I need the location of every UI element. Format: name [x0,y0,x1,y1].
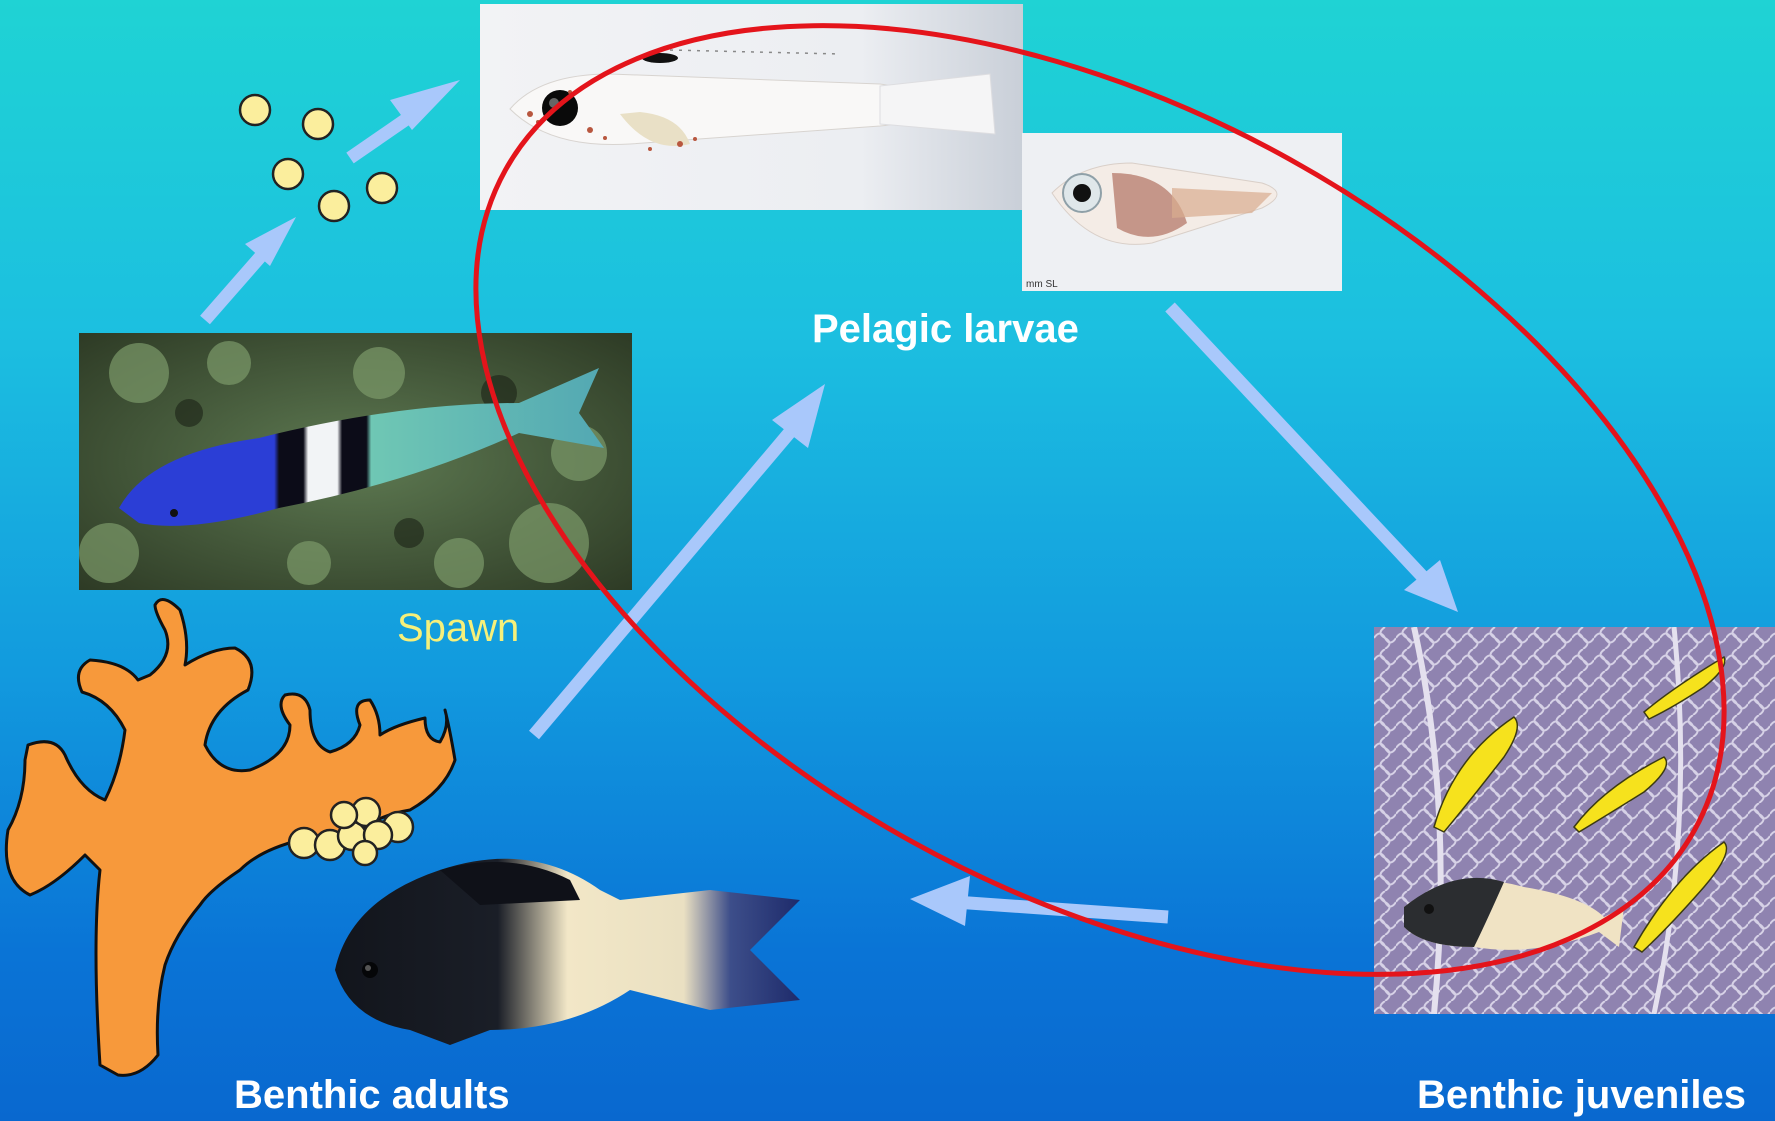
arrow-adult-to-eggs [205,217,296,320]
spawned-eggs [240,95,397,221]
arrow-larvae-to-juveniles [1170,307,1458,612]
arrow-eggs-to-larvae [350,80,460,158]
recruitment-ellipse [316,0,1775,1121]
